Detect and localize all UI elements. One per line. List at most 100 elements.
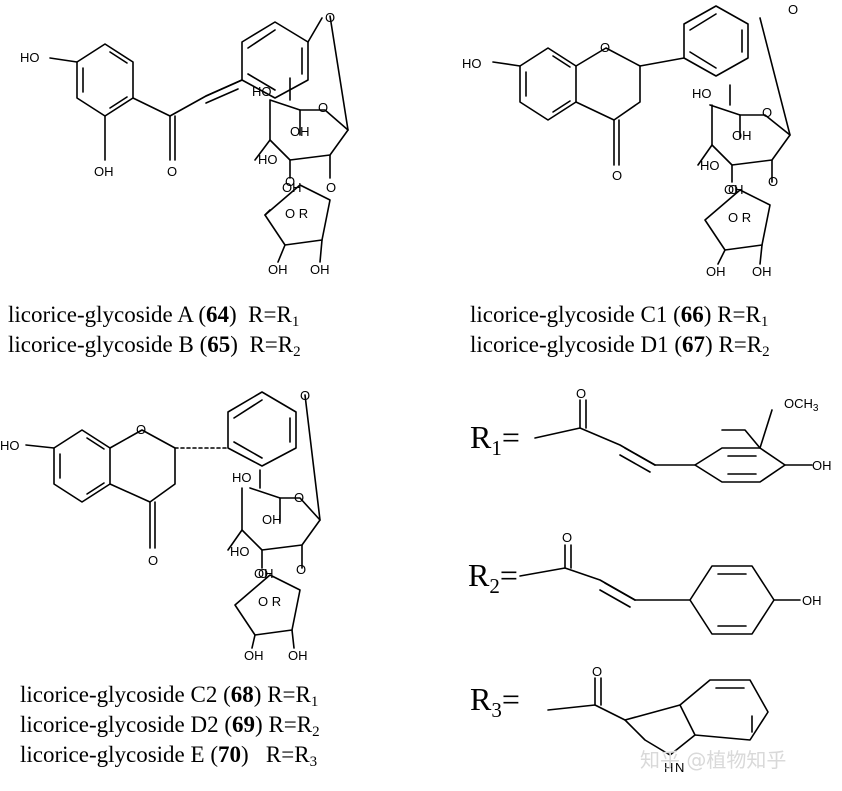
atom-label: O bbox=[325, 10, 335, 25]
compound-name: licorice-glycoside B bbox=[8, 332, 194, 357]
methoxy-label: OCH3 bbox=[784, 396, 819, 414]
compound-name: licorice-glycoside E bbox=[20, 742, 205, 767]
compound-number: 64 bbox=[206, 302, 230, 327]
compound-number: 69 bbox=[232, 712, 256, 737]
atom-label: HO bbox=[700, 158, 720, 173]
r-subscript: 2 bbox=[489, 574, 500, 598]
atom-label: O bbox=[167, 164, 177, 179]
equals-sign: = bbox=[500, 557, 518, 593]
atom-label: HO bbox=[230, 544, 250, 559]
equals-sign: = bbox=[502, 419, 520, 455]
atom-label: O bbox=[762, 105, 772, 120]
atom-label: HO bbox=[252, 84, 272, 99]
atom-label: OH bbox=[282, 180, 302, 195]
atom-label: OH bbox=[94, 164, 114, 179]
atom-label: O bbox=[326, 180, 336, 195]
caption-69: licorice-glycoside D2 (69) R=R2 bbox=[20, 712, 320, 740]
atom-label: O R bbox=[728, 210, 751, 225]
atom-label: OH bbox=[262, 512, 282, 527]
r-letter: R bbox=[277, 332, 294, 357]
atom-label: HO bbox=[20, 50, 40, 65]
r-letter: R bbox=[470, 419, 492, 455]
caption-70: licorice-glycoside E (70) R=R3 bbox=[20, 742, 318, 770]
caption-66: licorice-glycoside C1 (66) R=R1 bbox=[470, 302, 769, 330]
atom-label: O bbox=[285, 174, 295, 189]
atom-label: OH bbox=[752, 264, 772, 279]
atom-label: O bbox=[562, 530, 572, 545]
compound-name: licorice-glycoside D1 bbox=[470, 332, 669, 357]
atom-label: OH bbox=[268, 262, 288, 277]
r-subscript: 1 bbox=[491, 436, 502, 460]
r-subscript: 1 bbox=[291, 314, 300, 330]
r-subscript: 1 bbox=[760, 314, 769, 330]
atom-label: OH bbox=[724, 182, 744, 197]
r2-label: R2= bbox=[468, 557, 518, 598]
atom-label: OH bbox=[290, 124, 310, 139]
atom-label: O bbox=[768, 174, 778, 189]
atom-label: O bbox=[300, 388, 310, 403]
compound-name: licorice-glycoside D2 bbox=[20, 712, 219, 737]
atom-label: O R bbox=[258, 594, 281, 609]
atom-label: OH bbox=[244, 648, 264, 663]
caption-65: licorice-glycoside B (65) R=R2 bbox=[8, 332, 301, 360]
atom-label: OH bbox=[288, 648, 308, 663]
atom-label: O bbox=[612, 168, 622, 183]
atom-label: O bbox=[294, 490, 304, 505]
compound-number: 70 bbox=[217, 742, 241, 767]
chalcone-glycoside-structure bbox=[49, 15, 349, 263]
compound-number: 67 bbox=[682, 332, 706, 357]
flavanone-glycoside-structure-1 bbox=[492, 5, 791, 265]
r3-substituent-structure bbox=[547, 677, 769, 756]
r3-label: R3= bbox=[470, 681, 520, 722]
caption-67: licorice-glycoside D1 (67) R=R2 bbox=[470, 332, 770, 360]
atom-label: O bbox=[296, 562, 306, 577]
compound-number: 66 bbox=[680, 302, 704, 327]
r-letter: R bbox=[276, 302, 292, 327]
r-subscript: 2 bbox=[312, 724, 320, 740]
r1-substituent-structure bbox=[534, 399, 813, 483]
r-subscript: 3 bbox=[309, 754, 318, 770]
r-letter: R bbox=[746, 332, 763, 357]
atom-label: OH bbox=[802, 593, 822, 608]
watermark: 知乎 @植物知乎 bbox=[640, 748, 787, 772]
compound-name: licorice-glycoside C1 bbox=[470, 302, 668, 327]
atom-label: HO bbox=[692, 86, 712, 101]
r-subscript: 2 bbox=[762, 344, 770, 360]
atom-label: H bbox=[664, 760, 673, 775]
r-subscript: 3 bbox=[491, 698, 502, 722]
atom-label: O bbox=[576, 386, 586, 401]
r-letter: R bbox=[294, 742, 310, 767]
r1-label: R1= bbox=[470, 419, 520, 460]
atom-label: HO bbox=[0, 438, 20, 453]
r-letter: R bbox=[295, 682, 311, 707]
flavanone-glycoside-structure-2 bbox=[25, 391, 321, 649]
atom-label: HO bbox=[232, 470, 252, 485]
atom-label: N bbox=[675, 760, 684, 775]
methoxy-text: OCH bbox=[784, 396, 813, 411]
compound-name: licorice-glycoside C2 bbox=[20, 682, 218, 707]
r-letter: R bbox=[296, 712, 313, 737]
r2-substituent-structure bbox=[519, 544, 801, 635]
r-letter: R bbox=[745, 302, 761, 327]
atom-label: HO bbox=[258, 152, 278, 167]
atom-label: O bbox=[592, 664, 602, 679]
atom-label: O bbox=[788, 2, 798, 17]
atom-label: O bbox=[318, 100, 328, 115]
r-subscript: 1 bbox=[310, 694, 319, 710]
methoxy-subscript: 3 bbox=[813, 403, 819, 414]
atom-label: O bbox=[136, 422, 146, 437]
atom-label: O bbox=[600, 40, 610, 55]
atom-label: O bbox=[728, 182, 738, 197]
atom-labels: HO OH O O HO O OH HO OH O O O R OH OH HO… bbox=[0, 2, 832, 775]
equals-sign: = bbox=[502, 681, 520, 717]
atom-label: OH bbox=[254, 566, 274, 581]
r-subscript: 2 bbox=[293, 344, 301, 360]
caption-64: licorice-glycoside A (64) R=R1 bbox=[8, 302, 300, 330]
compound-number: 68 bbox=[230, 682, 254, 707]
compound-name: licorice-glycoside A bbox=[8, 302, 193, 327]
atom-label: O bbox=[148, 553, 158, 568]
r-letter: R bbox=[468, 557, 490, 593]
atom-label: HO bbox=[462, 56, 482, 71]
